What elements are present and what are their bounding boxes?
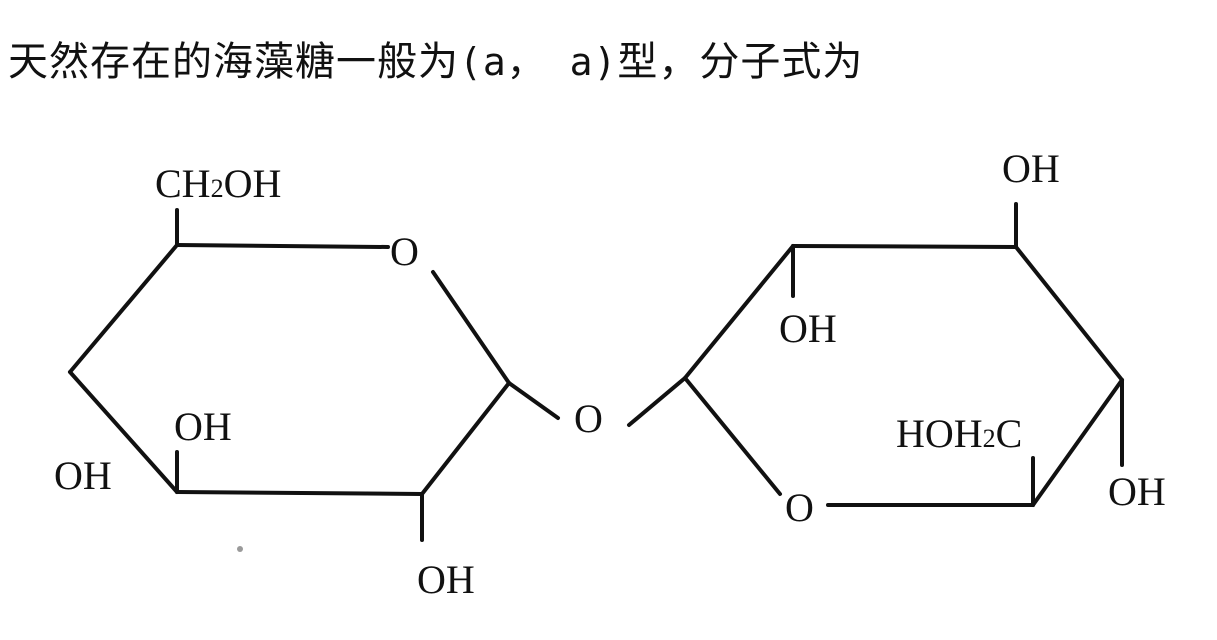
label-left-ring-oxygen: O xyxy=(390,229,419,274)
bond-c1-bridge xyxy=(507,381,560,420)
bond-o-c1 xyxy=(431,270,511,385)
bond-c3-c4 xyxy=(68,370,179,494)
caption-text-before: 天然存在的海藻糖一般为 xyxy=(8,39,459,85)
bond-bridge-c1p xyxy=(627,376,687,427)
bond-c1-c2 xyxy=(420,381,511,496)
label-right-top-oh: OH xyxy=(1002,146,1060,191)
bond-c2-c3 xyxy=(175,490,424,496)
scan-artifact-dot xyxy=(237,546,243,552)
left-ring-bonds xyxy=(68,208,560,542)
label-right-oh: OH xyxy=(1108,469,1166,514)
label-right-ring-oxygen: O xyxy=(785,485,814,530)
label-left-bottom-oh: OH xyxy=(417,557,475,602)
bond-c1p-c2p xyxy=(683,244,795,380)
caption-text-after: 型，分子式为 xyxy=(617,39,864,85)
bond-c3p-c4p xyxy=(1014,245,1124,382)
question-caption: 天然存在的海藻糖一般为(a， a)型，分子式为 xyxy=(8,36,863,88)
label-left-ch2oh: CH2OH xyxy=(155,161,281,206)
bond-c4p-c5p xyxy=(1031,378,1124,507)
bond-c4-c5 xyxy=(68,243,179,374)
caption-configuration: (a， a) xyxy=(459,40,618,84)
label-right-hoh2c: HOH2C xyxy=(896,411,1022,456)
label-left-inner-oh: OH xyxy=(174,404,232,449)
label-bridge-oxygen: O xyxy=(574,396,603,441)
label-left-oh: OH xyxy=(54,453,112,498)
right-ring-bonds xyxy=(627,202,1124,507)
label-right-inner-oh: OH xyxy=(779,306,837,351)
bond-c2p-c3p xyxy=(791,244,1018,249)
bond-o-c1p xyxy=(683,376,782,496)
bond-c5-o xyxy=(175,243,390,249)
